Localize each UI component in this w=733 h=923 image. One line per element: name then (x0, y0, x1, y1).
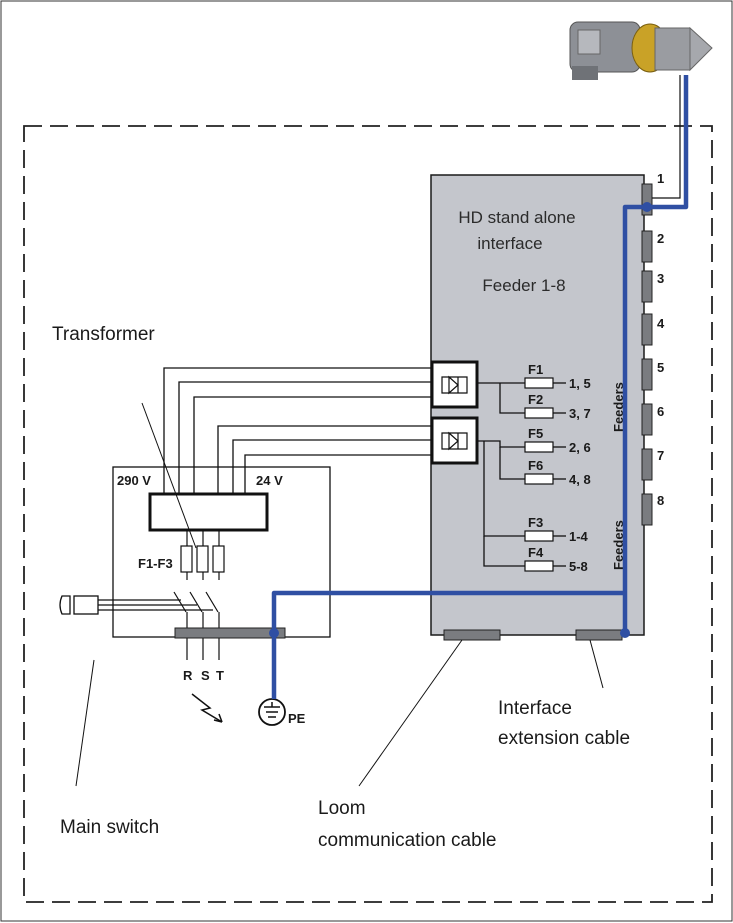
fuse-name-f5: F5 (528, 426, 543, 441)
cable-joint-bottom (620, 628, 630, 638)
loom-connector (443, 629, 501, 641)
rectifier-lower (430, 416, 479, 465)
earth-icon (258, 698, 286, 726)
feeder-device-icon (569, 21, 713, 80)
feeder-connectors (641, 183, 653, 526)
transformer-wiring (163, 367, 432, 494)
feeder-number-8: 8 (657, 493, 664, 508)
interface-title-line1: HD stand alone (458, 208, 575, 227)
fuse-name-f4: F4 (528, 545, 544, 560)
feeder-number-5: 5 (657, 360, 664, 375)
transformer-block (148, 492, 269, 532)
feeder-number-3: 3 (657, 271, 664, 286)
fuse-target-f2: 3, 7 (569, 406, 591, 421)
fuse-name-f1: F1 (528, 362, 543, 377)
loom-cable-label-line1: Loom (318, 798, 366, 819)
panel-fuses (524, 377, 554, 572)
fuse-name-f2: F2 (528, 392, 543, 407)
lightning-icon (191, 693, 223, 723)
pe-label: PE (288, 711, 306, 726)
fuse-wiring (477, 382, 566, 567)
ground-bar (174, 627, 286, 639)
cable-joint-top (642, 202, 652, 212)
interface-cable (271, 75, 689, 699)
voltage-24-label: 24 V (256, 473, 283, 488)
feeder-number-2: 2 (657, 231, 664, 246)
extension-cable-label-line2: extension cable (498, 728, 630, 749)
feeders-label-top: Feeders (611, 382, 626, 432)
loom-cable-label-line2: communication cable (318, 830, 496, 851)
fuse-name-f6: F6 (528, 458, 543, 473)
fuse-target-f6: 4, 8 (569, 472, 591, 487)
interface-subtitle: Feeder 1-8 (482, 276, 565, 295)
phase-r-label: R (183, 668, 193, 683)
feeder-number-4: 4 (657, 316, 665, 331)
feeder-number-1: 1 (657, 171, 664, 186)
feeder-number-7: 7 (657, 448, 664, 463)
machine-enclosure-dashed (23, 125, 713, 903)
main-fuses (180, 530, 225, 580)
feeder1-wire (652, 75, 681, 199)
leader-lines (75, 402, 604, 787)
main-fuses-label: F1-F3 (138, 556, 173, 571)
main-switch-label: Main switch (60, 817, 159, 838)
fuse-name-f3: F3 (528, 515, 543, 530)
fuse-target-f1: 1, 5 (569, 376, 591, 391)
plug-icon (59, 595, 99, 615)
phase-s-label: S (201, 668, 210, 683)
interface-title-line2: interface (477, 234, 542, 253)
fuse-target-f5: 2, 6 (569, 440, 591, 455)
extension-cable-label-line1: Interface (498, 698, 572, 719)
cable-joint-ground (269, 628, 279, 638)
transformer-label: Transformer (52, 324, 155, 345)
rectifier-upper (430, 360, 479, 409)
phase-t-label: T (216, 668, 224, 683)
extension-connector (575, 629, 623, 641)
main-switch-wiring (98, 591, 220, 660)
fuse-target-f3: 1-4 (569, 529, 589, 544)
fuse-target-f4: 5-8 (569, 559, 588, 574)
feeder-number-6: 6 (657, 404, 664, 419)
feeders-label-bottom: Feeders (611, 520, 626, 570)
voltage-290-label: 290 V (117, 473, 151, 488)
